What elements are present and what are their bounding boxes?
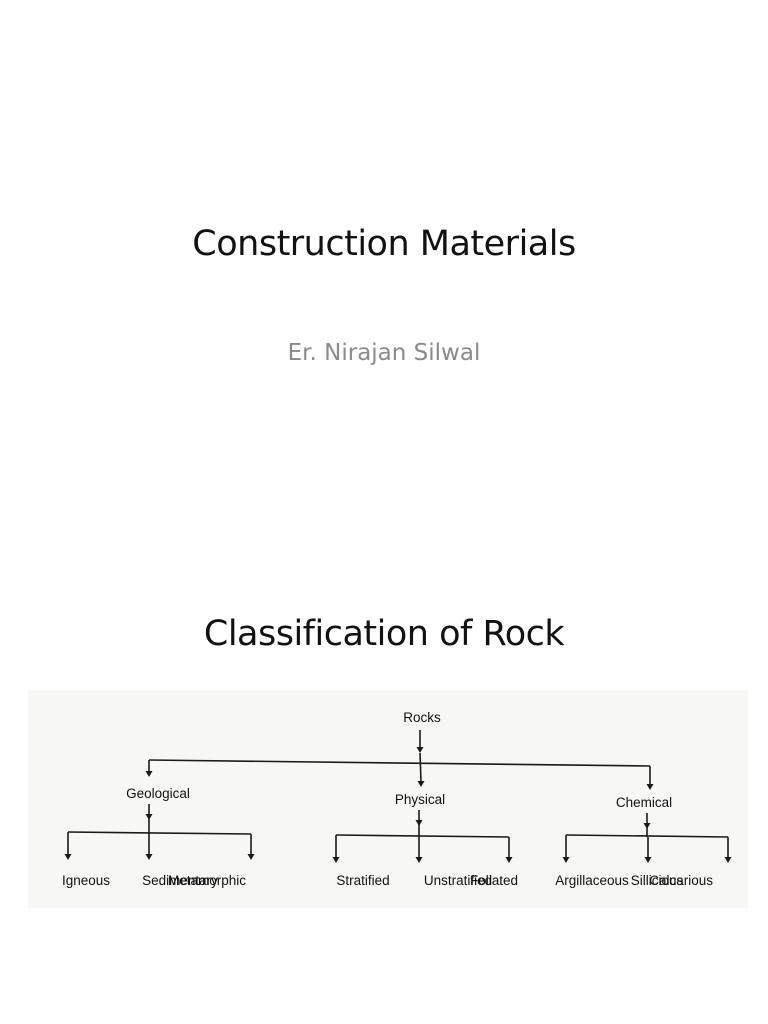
edge-top-bar <box>148 759 651 767</box>
arrow-to-geological <box>145 771 153 777</box>
diagram-scan-background <box>28 690 748 908</box>
node-label-leaf: Metamorphic <box>168 873 246 888</box>
node-label-branch: Chemical <box>616 795 672 810</box>
slide-title-heading: Construction Materials <box>192 224 576 264</box>
edge-root-stem-lower <box>419 752 422 783</box>
node-label-leaf: Sillicious <box>631 873 684 888</box>
arrow-to-child <box>505 857 513 863</box>
arrow-root-stem <box>416 747 424 753</box>
node-label-branch: Physical <box>395 792 445 807</box>
arrow-to-child <box>145 854 153 860</box>
node-label-leaf: Stratified <box>336 873 389 888</box>
arrow-branch-spine <box>643 823 651 829</box>
arrow-to-child <box>64 854 72 860</box>
node-label-branch: Geological <box>126 786 190 801</box>
node-label-leaf: Sedimentary <box>142 873 218 888</box>
slide-title: Construction Materials Er. Nirajan Silwa… <box>192 224 577 366</box>
edge-branch-bar <box>565 834 729 838</box>
node-label-leaf: Argillaceous <box>555 873 629 888</box>
slide-author-subtitle: Er. Nirajan Silwal <box>287 340 481 366</box>
arrow-branch-spine <box>415 820 423 826</box>
node-label-leaf: Calcarious <box>649 873 713 888</box>
edge-branch-bar <box>335 834 510 838</box>
arrow-to-child <box>562 857 570 863</box>
node-label-leaf: Foliated <box>470 873 518 888</box>
node-label-leaf: Igneous <box>62 873 110 888</box>
arrow-to-child <box>644 857 652 863</box>
arrow-to-child <box>724 857 732 863</box>
arrow-to-child <box>247 854 255 860</box>
tree-edges <box>64 730 732 863</box>
node-label-root: Rocks <box>403 710 441 725</box>
slide-heading: Classification of Rock <box>203 614 565 654</box>
arrow-to-child <box>332 857 340 863</box>
edge-branch-bar <box>67 831 252 835</box>
arrow-to-child <box>415 857 423 863</box>
arrow-branch-spine <box>145 814 153 820</box>
arrow-to-physical <box>417 781 425 787</box>
arrow-to-chemical <box>646 784 654 790</box>
node-label-leaf: Unstratified <box>424 873 492 888</box>
